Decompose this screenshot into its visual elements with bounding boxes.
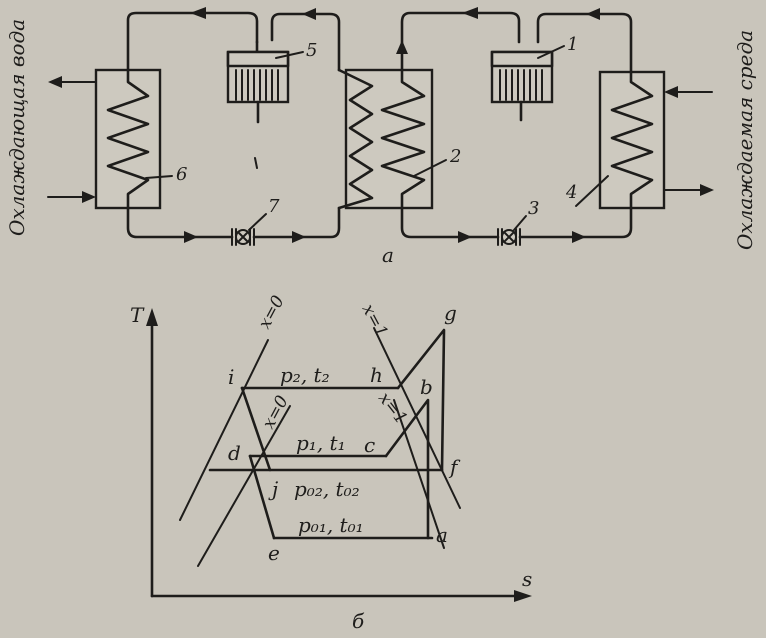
point-b: b: [420, 375, 433, 399]
component-number-4: 4: [565, 182, 577, 203]
sub-label-b: б: [352, 609, 365, 633]
leader-6: [145, 175, 173, 179]
point-h: h: [370, 363, 383, 387]
lower-liquid-line: [197, 405, 291, 567]
upper-vapor-line: [373, 327, 461, 509]
point-f: f: [448, 455, 461, 479]
lower-vapor-line: [393, 399, 445, 549]
compressor-5-piston: [235, 69, 279, 101]
cycle-compression-ab: [384, 398, 430, 540]
component-number-5: 5: [306, 40, 317, 61]
condenser-6-coil: [106, 68, 150, 210]
expansion-valve-3: [497, 228, 521, 246]
flow-arrow: [302, 8, 316, 20]
flow-arrow: [184, 231, 198, 243]
water-in-arrow: [82, 191, 96, 203]
condenser-6: [94, 68, 162, 210]
ts-diagram: T s x=0 x=1 x=0 x=1 g h i b c d f j a e: [130, 292, 532, 633]
isobar-label-p1: p₁, t₁: [296, 431, 346, 455]
flow-arrow: [572, 231, 586, 243]
isobar-label-p02: p₀₂, t₀₂: [294, 477, 360, 501]
pipe-left-bottom: [126, 206, 341, 239]
flow-arrow: [586, 8, 600, 20]
cycle-throttle-de: [248, 454, 276, 540]
evaporator-4-coil: [610, 70, 654, 210]
leader-4: [575, 175, 609, 207]
label-cooling-water: Охлаждающая вода: [5, 19, 29, 236]
water-out-arrow: [48, 76, 62, 88]
sub-label-a: а: [382, 243, 394, 267]
compressor-5-mark: [254, 157, 258, 169]
flow-arrow: [190, 7, 206, 19]
flow-arrow: [462, 7, 478, 19]
curve-label-x1-upper: x=1: [358, 301, 392, 341]
component-number-3: 3: [528, 198, 539, 219]
cascade-coil-left: [337, 68, 374, 210]
point-g: g: [444, 301, 457, 325]
curve-label-x0-upper: x=0: [255, 292, 289, 332]
compressor-5-head: [226, 50, 290, 68]
pipe-right-top-right: [536, 12, 633, 74]
evaporator-4: [598, 70, 666, 210]
leader-1: [537, 45, 565, 59]
point-j: j: [268, 477, 278, 501]
leader-3: [513, 215, 527, 231]
compressor-1-head: [490, 50, 554, 68]
axis-s-label: s: [522, 567, 532, 591]
pipe-right-top: [400, 11, 521, 72]
flow-arrow: [292, 231, 306, 243]
cycle-compression-gh: [396, 328, 446, 472]
component-number-6: 6: [176, 164, 187, 185]
leader-5: [275, 51, 304, 59]
leader-2: [413, 159, 447, 177]
axis-t-arrow: [146, 308, 158, 326]
medium-in-arrow: [664, 86, 678, 98]
expansion-valve-7: [231, 228, 255, 246]
axis-t-label: T: [130, 303, 145, 327]
component-number-2: 2: [449, 146, 461, 167]
flow-arrow: [396, 40, 408, 54]
curve-label-x0-lower: x=0: [259, 392, 293, 432]
axis-s-arrow: [514, 590, 532, 602]
compressor-1-piston: [499, 69, 543, 101]
leader-7: [248, 213, 267, 231]
cascade-coil-right: [380, 68, 426, 210]
cycle-throttle-ij: [240, 386, 272, 472]
point-e: e: [268, 541, 280, 565]
component-number-1: 1: [567, 34, 578, 55]
point-c: c: [364, 433, 375, 457]
point-a: a: [436, 523, 448, 547]
schematic: 5 1 6 2 4 7 3 Охлаждающая вода Охлаждаем…: [5, 7, 757, 267]
label-cooled-medium: Охлаждаемая среда: [733, 30, 757, 250]
medium-out-arrow: [700, 184, 714, 196]
point-d: d: [228, 441, 241, 465]
isobar-label-p2: p₂, t₂: [280, 363, 330, 387]
upper-liquid-line: [179, 339, 269, 521]
pipe-right-bottom: [400, 206, 633, 239]
isobar-label-p01: p₀₁, t₀₁: [298, 513, 364, 537]
point-i: i: [228, 365, 234, 389]
component-number-7: 7: [268, 196, 280, 217]
flow-arrow: [458, 231, 472, 243]
